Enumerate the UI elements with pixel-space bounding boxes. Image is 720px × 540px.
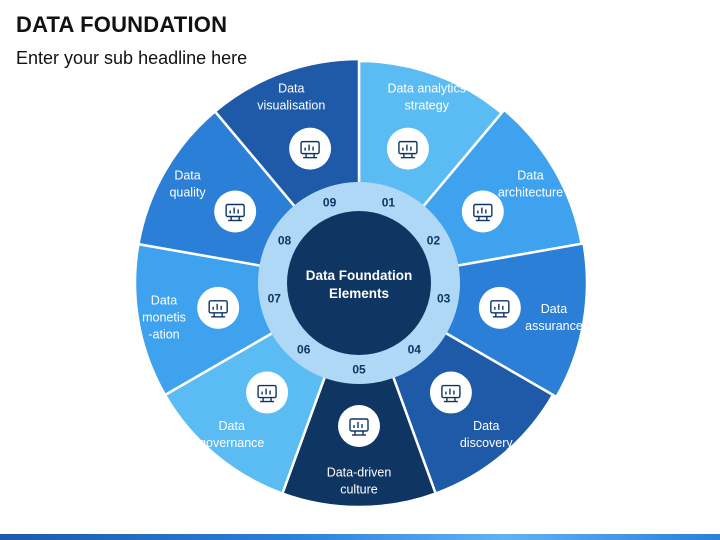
segment-label-line: governance	[199, 436, 264, 450]
icon-badge	[246, 371, 289, 414]
segment-number-08: 08	[278, 234, 292, 248]
icon-badge	[386, 127, 429, 170]
icon-badge	[289, 127, 332, 170]
search-document-icon	[441, 384, 461, 403]
segment-label-line: Data-driven	[327, 466, 392, 480]
segment-label: Data-driven culture	[327, 466, 392, 497]
segment-label-line: assurance	[525, 319, 583, 333]
segment-number-01: 01	[382, 196, 396, 210]
segment-label-line: -ation	[148, 327, 179, 341]
segment-05: Data-driven culture	[280, 371, 438, 509]
segment-01: Data analytics strategy	[357, 59, 504, 212]
segment-label: Data discovery	[460, 419, 514, 450]
segment-label-line: Data	[219, 419, 245, 433]
segment-label: Data quality	[169, 169, 206, 200]
icon-badge	[338, 405, 380, 447]
segment-label-line: Data analytics	[387, 81, 466, 95]
icon-badge	[429, 371, 472, 414]
center-label-line2: Elements	[329, 286, 389, 301]
segment-number-09: 09	[323, 196, 337, 210]
segment-label-line: Data	[278, 81, 304, 95]
secure-laptop-icon	[490, 300, 510, 318]
segment-label-line: Data	[174, 169, 200, 183]
icon-badge	[197, 286, 240, 329]
segment-02: Data architecture	[418, 108, 584, 268]
segment-label: Data architecture	[498, 169, 563, 200]
segment-number-06: 06	[297, 342, 311, 356]
segment-label-line: quality	[169, 186, 206, 200]
segment-label: Data visualisation	[257, 81, 325, 112]
segment-label-line: strategy	[404, 98, 449, 112]
segment-label: Data monetis -ation	[142, 293, 186, 341]
analytics-monitor-icon	[398, 140, 418, 159]
segment-number-03: 03	[437, 291, 451, 305]
icon-badge	[214, 190, 257, 233]
segment-06: Data governance	[163, 329, 328, 496]
money-server-icon	[208, 300, 228, 318]
segment-number-05: 05	[352, 363, 366, 377]
segment-label-line: architecture	[498, 186, 563, 200]
segment-number-02: 02	[427, 234, 441, 248]
database-magnifier-icon	[225, 203, 245, 222]
center-circle	[287, 211, 431, 355]
segment-label: Data assurance	[525, 302, 583, 333]
segment-number-07: 07	[268, 291, 282, 305]
presenter-chart-icon	[473, 203, 493, 222]
center-label-line1: Data Foundation	[306, 268, 413, 283]
dashboard-screen-icon	[257, 384, 277, 403]
page-title: DATA FOUNDATION	[16, 12, 228, 37]
segment-label: Data governance	[199, 419, 264, 450]
segment-03: Data assurance	[440, 241, 589, 399]
icon-badge	[478, 286, 521, 329]
segment-label-line: Data	[541, 302, 567, 316]
segment-04: Data discovery	[390, 329, 555, 496]
icon-badge	[461, 190, 504, 233]
segment-07: Data monetis -ation	[133, 242, 278, 397]
team-chart-icon	[349, 418, 369, 436]
segment-label-line: culture	[340, 483, 378, 497]
segment-08: Data quality	[136, 109, 300, 268]
segment-label-line: monetis	[142, 310, 186, 324]
segment-label-line: discovery	[460, 436, 514, 450]
segment-label-line: visualisation	[257, 98, 325, 112]
segment-label: Data analytics strategy	[387, 81, 466, 112]
page-subtitle: Enter your sub headline here	[16, 48, 248, 68]
segment-label-line: Data	[151, 293, 177, 307]
bottom-accent-bar	[0, 534, 720, 540]
segment-label-line: Data	[517, 169, 543, 183]
segment-number-04: 04	[408, 342, 422, 356]
segment-label-line: Data	[473, 419, 499, 433]
funnel-database-icon	[300, 140, 320, 159]
